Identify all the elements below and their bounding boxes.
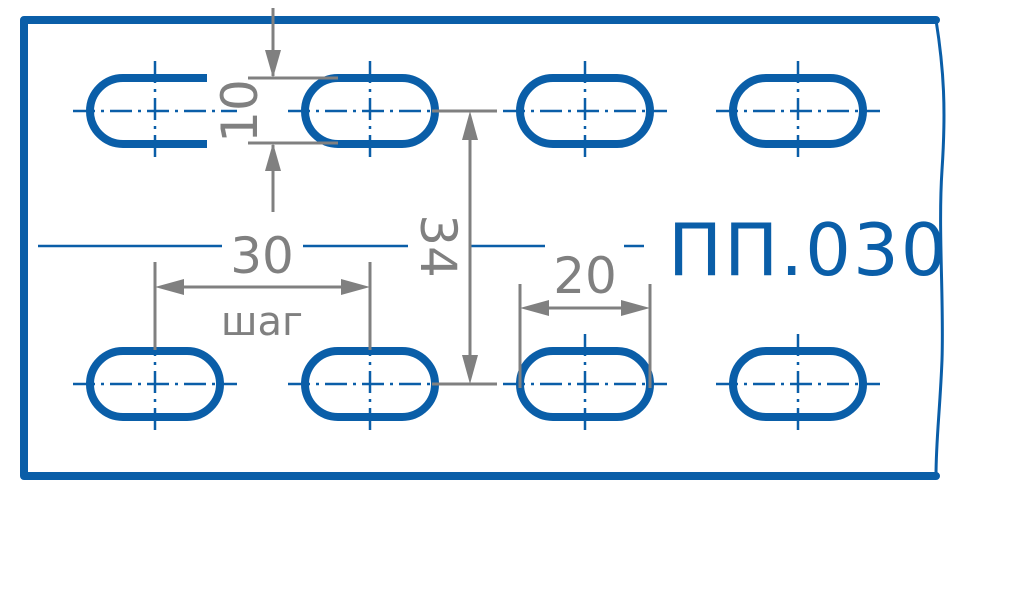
slot-outline	[729, 74, 867, 148]
plate-outline	[20, 16, 940, 480]
arrow-up	[265, 143, 281, 171]
pitch-word-label: шаг	[221, 299, 303, 345]
slot-hole	[288, 61, 452, 161]
dim-label-10: 10	[211, 79, 269, 143]
slot-outline	[516, 74, 654, 148]
slot-outline	[301, 74, 439, 148]
dim-slot-height: 10	[211, 8, 338, 212]
arrow-down	[462, 355, 478, 384]
arrow-up	[462, 111, 478, 140]
dim-row-spacing: 34	[409, 109, 497, 386]
dim-label-20: 20	[553, 247, 617, 305]
slot-hole	[73, 334, 237, 434]
slot-hole	[716, 334, 880, 434]
slot-hole	[288, 334, 452, 434]
slot-outline	[86, 347, 224, 421]
product-code-label: ПП.030	[668, 208, 949, 292]
arrow-right	[621, 300, 650, 316]
slot-outline	[729, 347, 867, 421]
slot-outline	[516, 347, 654, 421]
slot-hole	[73, 61, 237, 161]
arrow-right	[341, 279, 370, 295]
dim-slot-length: 20	[518, 247, 652, 388]
plate-break-line	[934, 18, 946, 478]
slot-hole	[503, 61, 667, 161]
dim-label-34: 34	[409, 214, 467, 278]
slot-group	[73, 61, 880, 434]
arrow-left	[155, 279, 184, 295]
arrow-down	[265, 50, 281, 78]
arrow-left	[520, 300, 549, 316]
slot-outline	[301, 347, 439, 421]
slot-hole	[503, 334, 667, 434]
dim-label-30: 30	[230, 227, 294, 285]
dim-pitch: 30 шаг	[153, 227, 372, 350]
slot-hole	[716, 61, 880, 161]
